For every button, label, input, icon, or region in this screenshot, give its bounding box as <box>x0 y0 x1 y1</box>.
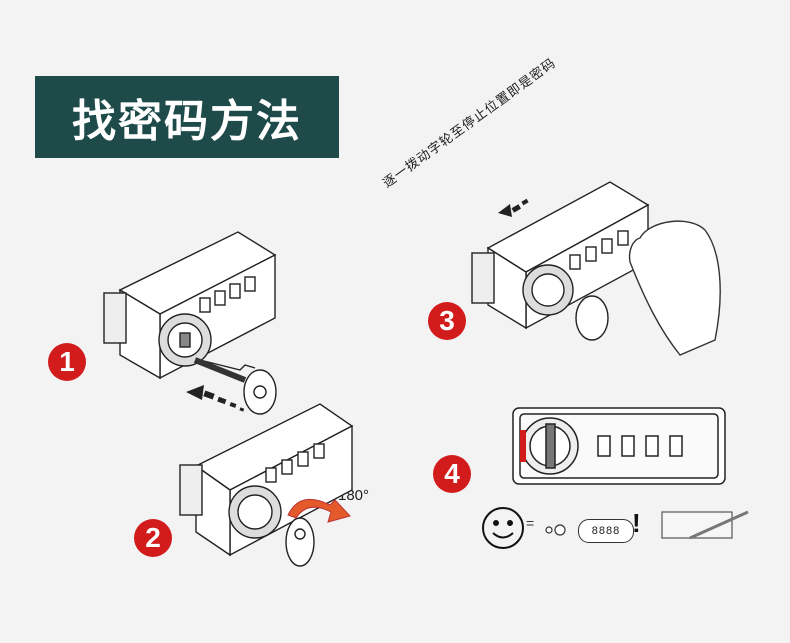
equals-sign: = <box>526 515 534 531</box>
hand-illustration <box>630 221 721 355</box>
step-4-lock-front <box>513 408 725 484</box>
step-1-lock-illustration <box>104 232 276 414</box>
insert-arrow-icon <box>186 385 244 412</box>
notepad-pencil-icon <box>662 512 748 538</box>
step-4-smiley-icon <box>483 508 523 548</box>
password-code: 8888 <box>578 519 634 543</box>
step-3-lock-illustration <box>472 182 648 340</box>
direction-arrow-icon <box>498 199 529 217</box>
step-2-lock-illustration <box>180 404 352 566</box>
exclamation-mark: ! <box>632 508 641 539</box>
thought-bubbles <box>546 525 565 535</box>
